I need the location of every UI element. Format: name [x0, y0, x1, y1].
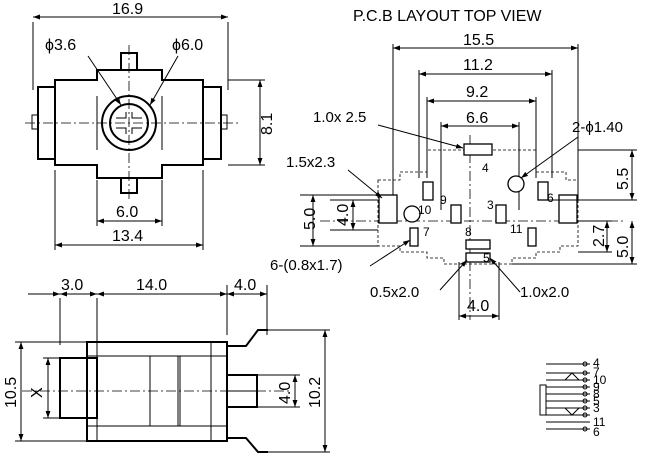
pin-label-7: 7: [423, 225, 430, 239]
pad-right-large: [558, 194, 578, 224]
sch-pin-5: 5: [593, 394, 600, 408]
dim-hole-small: ϕ3.6: [45, 37, 76, 54]
sch-pin-3: 3: [593, 401, 600, 415]
pad-8: [465, 239, 491, 250]
mount-hole-2: [403, 205, 421, 223]
dim-side-left: 10.5: [3, 377, 20, 408]
side-nose: [59, 357, 98, 419]
dim-hole-large: ϕ6.0: [172, 37, 203, 54]
dim-11-2: 11.2: [463, 57, 493, 74]
schematic: 4 7 10 9 8 5 3 11 6: [539, 356, 607, 439]
sch-pin-4: 4: [593, 356, 600, 370]
pcb-title: P.C.B LAYOUT TOP VIEW: [353, 8, 542, 25]
pad-7: [409, 227, 419, 247]
pad-11: [527, 227, 537, 247]
sch-pin-7: 7: [593, 365, 600, 379]
dim-9-2: 9.2: [466, 84, 488, 101]
dim-5-0-right: 5.0: [615, 236, 632, 258]
pcb-layout: P.C.B LAYOUT TOP VIEW 15.5 11.2 9.2 6.6: [270, 8, 637, 320]
dim-height: 8.1: [259, 113, 276, 135]
mount-hole-1: [507, 175, 525, 193]
dim-inner: 6.0: [116, 204, 138, 221]
pin-label-9: 9: [440, 193, 447, 207]
pin-label-5: 5: [483, 251, 490, 265]
dim-5-5: 5.5: [615, 168, 632, 190]
pad-10: [450, 204, 462, 224]
callout-1-0x2-0: 1.0x2.0: [520, 284, 569, 301]
pad-9: [422, 181, 434, 201]
dim-2-7: 2.7: [591, 225, 608, 247]
pcb-outline: [377, 149, 579, 265]
top-view: 16.9 ϕ3.6 ϕ6.0 8.1 6.0: [25, 1, 276, 250]
pad-5: [465, 252, 491, 263]
sch-pin-11: 11: [593, 415, 606, 429]
pad-3: [495, 204, 507, 224]
side-view: 3.0 14.0 4.0 10.5 X 4.0: [3, 277, 330, 453]
sch-pin-8: 8: [593, 387, 600, 401]
sch-pin-6: 6: [593, 425, 600, 439]
dim-width: 16.9: [112, 1, 143, 18]
terminal-top: [227, 329, 268, 347]
dim-6-6: 6.6: [466, 110, 488, 127]
callout-1-5x2-3: 1.5x2.3: [286, 154, 335, 171]
dim-15-5: 15.5: [463, 32, 494, 49]
terminal-bottom: [227, 437, 268, 453]
callout-0-5x2-0: 0.5x2.0: [370, 284, 419, 301]
dim-5-0-left: 5.0: [302, 208, 319, 230]
callout-0-8x1-7: 6-(0.8x1.7): [270, 257, 343, 274]
pin-label-4: 4: [482, 161, 489, 175]
dim-outer: 13.4: [112, 228, 143, 245]
dim-4-0-bottom: 4.0: [467, 298, 489, 315]
dim-side-mid: 4.0: [277, 382, 294, 404]
callout-1x2-5: 1.0x 2.5: [313, 109, 366, 126]
pin-label-3: 3: [487, 198, 494, 212]
dim-side-a: 3.0: [61, 277, 83, 294]
dim-4-0-left: 4.0: [335, 204, 352, 226]
sch-pin-10: 10: [593, 373, 607, 387]
schematic-sleeve: [539, 384, 547, 416]
pad-4: [463, 143, 493, 156]
dim-side-right: 10.2: [307, 377, 324, 408]
sch-pin-9: 9: [593, 380, 600, 394]
dim-side-x: X: [29, 387, 46, 398]
pad-left-large: [378, 194, 398, 224]
pin-label-6: 6: [547, 191, 554, 205]
pin-label-11: 11: [510, 222, 523, 236]
dim-side-b: 14.0: [136, 277, 167, 294]
pin-label-8: 8: [465, 225, 472, 239]
dim-side-c: 4.0: [234, 277, 256, 294]
pin-label-10: 10: [418, 203, 432, 217]
callout-hole: 2-ϕ1.40: [572, 119, 623, 136]
